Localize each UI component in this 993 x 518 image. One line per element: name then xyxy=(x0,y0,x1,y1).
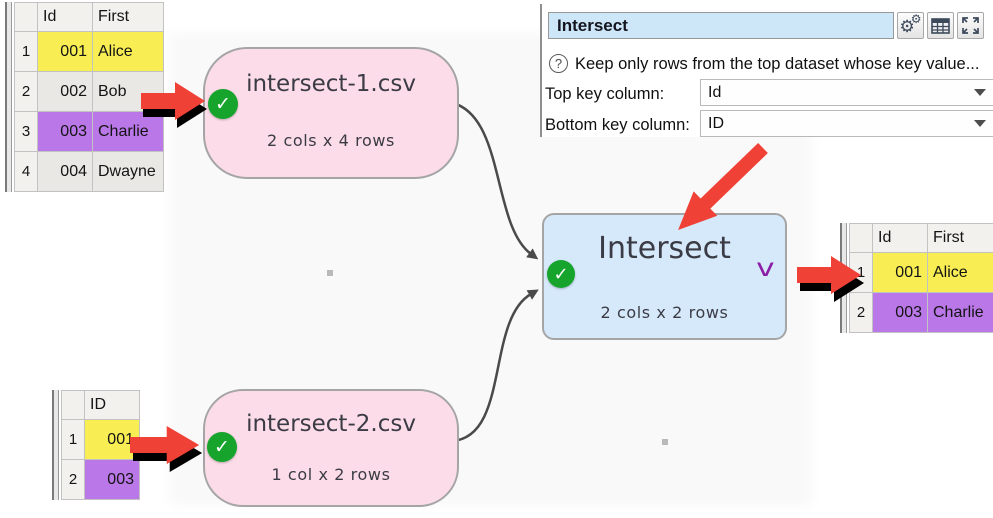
cell-first: Alice xyxy=(92,31,164,72)
column-header-first: First xyxy=(927,223,993,253)
cell-first: Bob xyxy=(92,71,164,112)
row-number: 1 xyxy=(849,252,873,293)
transform-description: Keep only rows from the top dataset whos… xyxy=(575,55,980,73)
top-key-column-value: Id xyxy=(708,84,722,101)
dataset-table-input2: ID 1 001 2 003 xyxy=(52,390,140,500)
cell-id: 002 xyxy=(37,71,93,112)
table-row: 2 003 xyxy=(61,459,140,500)
table-header-row: Id First xyxy=(14,2,164,32)
dataset-table-output: Id First 1 001 Alice 2 003 Charlie xyxy=(840,223,993,333)
cell-id: 003 xyxy=(84,459,140,500)
node-dimensions: 1 col x 2 rows xyxy=(271,465,391,484)
table-row: 4 004 Dwayne xyxy=(14,151,164,192)
row-number: 1 xyxy=(61,419,85,460)
node-title: intersect-1.csv xyxy=(246,71,416,97)
column-header-id: ID xyxy=(84,390,140,420)
grid-view-button[interactable] xyxy=(927,12,954,39)
pane-edge xyxy=(52,390,59,500)
top-key-column-label: Top key column: xyxy=(545,85,665,103)
pane-edge xyxy=(840,223,847,333)
column-header-first: First xyxy=(92,2,164,32)
expand-icon xyxy=(962,17,979,34)
cell-first: Charlie xyxy=(927,292,993,333)
row-number: 3 xyxy=(14,111,38,152)
row-number: 4 xyxy=(14,151,38,192)
dropdown-arrow-icon xyxy=(974,89,986,96)
node-title: intersect-2.csv xyxy=(246,411,416,437)
row-number: 2 xyxy=(849,292,873,333)
table-row: 2 002 Bob xyxy=(14,71,164,112)
canvas-grid-dot xyxy=(327,270,333,276)
cell-id: 001 xyxy=(872,252,928,293)
column-header-id: Id xyxy=(872,223,928,253)
status-ok-icon: ✓ xyxy=(208,89,238,119)
canvas-grid-dot xyxy=(662,439,668,445)
node-intersect-transform[interactable]: ✓ Intersect 2 cols x 2 rows v xyxy=(542,213,787,340)
column-header-id: Id xyxy=(37,2,93,32)
settings-button[interactable]: ⚙⚙ xyxy=(897,12,924,39)
cell-id: 004 xyxy=(37,151,93,192)
transform-properties-panel: Intersect ⚙⚙ xyxy=(540,4,993,137)
pane-edge xyxy=(5,2,12,192)
cell-id: 003 xyxy=(872,292,928,333)
chevron-down-icon: v xyxy=(756,253,775,282)
cell-first: Alice xyxy=(927,252,993,293)
node-dimensions: 2 cols x 4 rows xyxy=(267,131,395,150)
cell-id: 001 xyxy=(84,419,140,460)
grid-view-icon xyxy=(931,17,950,34)
node-title: Intersect xyxy=(598,231,731,266)
table-header-row: Id First xyxy=(849,223,993,253)
bottom-key-column-label: Bottom key column: xyxy=(545,116,690,134)
table-row: 2 003 Charlie xyxy=(849,292,993,333)
table-header-row: ID xyxy=(61,390,140,420)
table-row: 3 003 Charlie xyxy=(14,111,164,152)
bottom-key-column-value: ID xyxy=(708,115,724,132)
cell-first: Dwayne xyxy=(92,151,164,192)
cell-id: 003 xyxy=(37,111,93,152)
status-ok-icon: ✓ xyxy=(207,432,237,462)
table-row: 1 001 xyxy=(61,419,140,460)
node-intersect-1-csv[interactable]: ✓ intersect-1.csv 2 cols x 4 rows xyxy=(203,47,459,179)
status-ok-icon: ✓ xyxy=(547,260,575,288)
row-number: 2 xyxy=(61,459,85,500)
table-row: 1 001 Alice xyxy=(14,31,164,72)
table-row: 1 001 Alice xyxy=(849,252,993,293)
dataset-table-input1: Id First 1 001 Alice 2 002 Bob 3 003 Cha… xyxy=(5,2,164,192)
corner-header xyxy=(61,390,85,420)
node-intersect-2-csv[interactable]: ✓ intersect-2.csv 1 col x 2 rows xyxy=(203,389,459,507)
cell-first: Charlie xyxy=(92,111,164,152)
node-dimensions: 2 cols x 2 rows xyxy=(600,303,729,322)
corner-header xyxy=(14,2,38,32)
bottom-key-column-select[interactable]: ID xyxy=(700,110,993,137)
cell-id: 001 xyxy=(37,31,93,72)
settings-icon: ⚙⚙ xyxy=(899,11,922,36)
dropdown-arrow-icon xyxy=(974,120,986,127)
expand-button[interactable] xyxy=(957,12,984,39)
transform-name-input[interactable]: Intersect xyxy=(548,12,894,39)
corner-header xyxy=(849,223,873,253)
row-number: 1 xyxy=(14,31,38,72)
row-number: 2 xyxy=(14,71,38,112)
help-icon[interactable]: ? xyxy=(549,54,568,73)
top-key-column-select[interactable]: Id xyxy=(700,79,993,106)
